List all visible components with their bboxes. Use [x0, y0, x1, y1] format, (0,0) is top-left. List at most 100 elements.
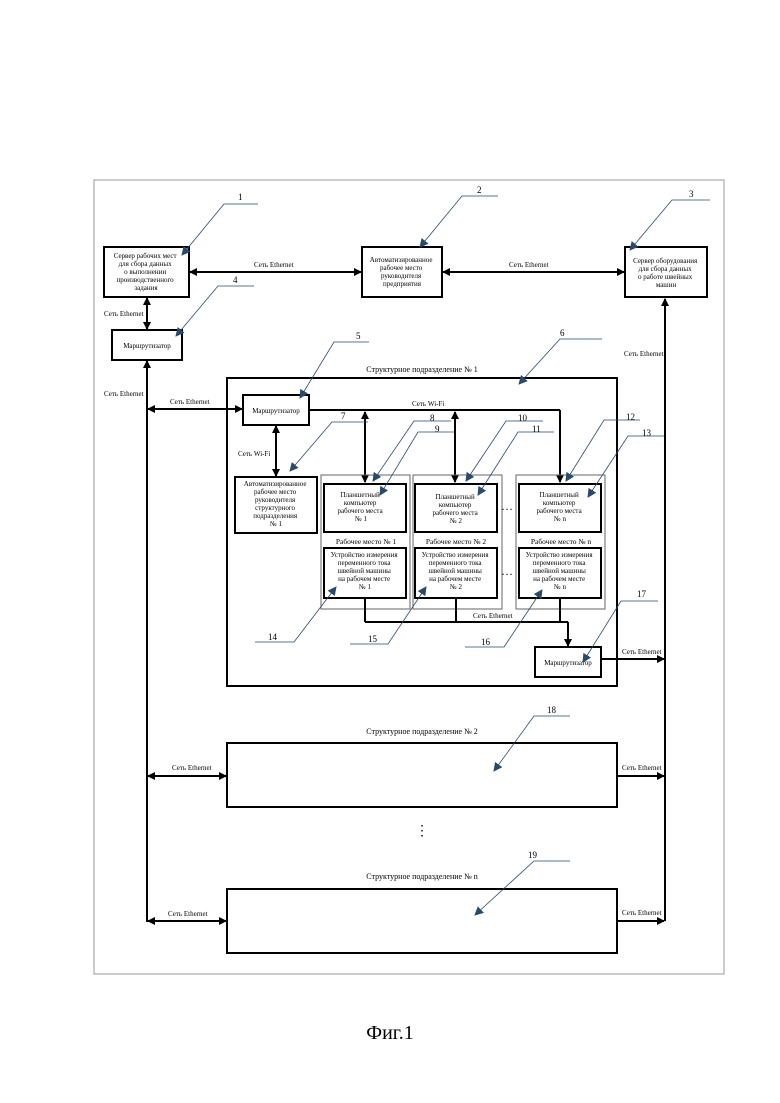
arm-division-line-2: рабочее место	[254, 488, 297, 496]
tablet-1-block: Планшетный компьютер рабочего места № 1	[324, 484, 406, 532]
svg-text:Планшетный компьютер: Планшетный компьютер рабочего места № 2	[433, 493, 480, 525]
callout-12-leader	[566, 420, 640, 481]
svg-text:Сервер рабочих мест для: Сервер рабочих мест для сбора данных о в…	[114, 252, 179, 292]
label-ethernet-router-rightbus: Сеть Ethernet	[622, 648, 662, 656]
label-ethernet-top-left: Сеть Ethernet	[254, 261, 294, 269]
meter-1-line-3: швейной машины	[337, 567, 391, 575]
tablet-n-line-3: рабочего места	[537, 507, 583, 515]
workplace-n-label: Рабочее место № n	[531, 537, 592, 546]
callout-4-number: 4	[233, 275, 238, 285]
arm-enterprise-block: Автоматизированное рабочее место руковод…	[362, 247, 442, 297]
outer-frame	[94, 180, 724, 974]
arm-division-line-6: № 1	[270, 520, 282, 528]
arm-division-block: Автоматизированное рабочее место руковод…	[235, 477, 317, 533]
callout-7-number: 7	[341, 411, 346, 421]
meter-2-line-4: на рабочем месте	[429, 575, 481, 583]
tablet-2-line-2: компьютер	[439, 501, 472, 509]
meter-2-block: Устройство измерения переменного тока шв…	[415, 548, 497, 598]
meter-n-line-5: № n	[554, 583, 566, 591]
arm-enterprise-line-3: руководителя	[381, 272, 422, 280]
server-equipment-line-4: машин	[656, 281, 677, 289]
meter-2-line-1: Устройство измерения	[422, 551, 490, 559]
division-2-frame	[227, 743, 617, 807]
meter-n-line-1: Устройство измерения	[526, 551, 594, 559]
callout-1-leader	[182, 204, 258, 255]
callout-14-number: 14	[268, 632, 278, 642]
label-ethernet-meters: Сеть Ethernet	[473, 612, 513, 620]
callout-8-number: 8	[430, 413, 435, 423]
arm-enterprise-line-1: Автоматизированное	[370, 256, 433, 264]
server-equipment-line-2: для сбора данных	[639, 265, 692, 273]
tablet-2-line-4: № 2	[450, 517, 462, 525]
meter-1-block: Устройство измерения переменного тока шв…	[324, 548, 406, 598]
tablet-1-line-3: рабочего места	[338, 507, 384, 515]
arm-enterprise-line-2: рабочее место	[380, 264, 423, 272]
callout-10-number: 10	[518, 413, 528, 423]
server-workplaces-block: Сервер рабочих мест для сбора данных о в…	[104, 247, 189, 297]
label-wifi-router-arm: Сеть Wi-Fi	[238, 450, 270, 458]
tablet-2-line-3: рабочего места	[433, 509, 479, 517]
callout-15-number: 15	[368, 634, 378, 644]
callout-17-number: 17	[637, 589, 647, 599]
meter-2-line-5: № 2	[450, 583, 462, 591]
callout-4-leader	[176, 286, 254, 336]
arm-division-line-5: подразделения	[253, 512, 298, 520]
label-wifi-bus: Сеть Wi-Fi	[412, 400, 444, 408]
division-n-frame	[227, 889, 617, 953]
server-workplaces-line-3: о выполнении	[124, 268, 166, 276]
workplace-2-label: Рабочее место № 2	[426, 537, 487, 546]
svg-text:Сервер оборудования для: Сервер оборудования для сбора данных о р…	[633, 257, 699, 289]
label-ethernet-right-bus: Сеть Ethernet	[624, 350, 664, 358]
figure-caption: Фиг.1	[0, 1022, 780, 1045]
arm-division-line-3: руководителя	[255, 496, 296, 504]
meter-n-line-2: переменного тока	[533, 559, 587, 567]
meter-1-line-5: № 1	[359, 583, 371, 591]
callout-13-number: 13	[642, 428, 652, 438]
router-div1-label: Маршрутизатор	[252, 407, 300, 415]
meter-2-line-2: переменного тока	[429, 559, 483, 567]
label-ethernet-top-right: Сеть Ethernet	[509, 261, 549, 269]
meter-1-line-4: на рабочем месте	[338, 575, 390, 583]
label-ethernet-divn-right: Сеть Ethernet	[622, 909, 662, 917]
svg-text:Автоматизированное рабоч: Автоматизированное рабочее место руковод…	[244, 480, 308, 528]
svg-text:Планшетный компьютер: Планшетный компьютер рабочего места № 1	[338, 491, 385, 523]
arm-division-line-4: структурного	[255, 504, 295, 512]
label-ethernet-div2-left: Сеть Ethernet	[172, 764, 212, 772]
tablet-n-line-2: компьютер	[543, 499, 576, 507]
tablet-2-block: Планшетный компьютер рабочего места № 2	[415, 484, 497, 532]
division-n-title: Структурное подразделение № n	[366, 872, 477, 881]
callout-5-leader	[300, 342, 369, 398]
svg-text:Устройство измерения пер: Устройство измерения переменного тока шв…	[422, 551, 491, 591]
meter-2-line-3: швейной машины	[428, 567, 482, 575]
vertical-ellipsis: ⋮	[415, 824, 429, 839]
router-div1-bottom-label: Маршрутизатор	[544, 659, 592, 667]
tablet-n-block: Планшетный компьютер рабочего места № n	[519, 484, 601, 532]
tablet-1-line-2: компьютер	[344, 499, 377, 507]
callout-6-number: 6	[560, 328, 565, 338]
svg-text:Устройство измерения пер: Устройство измерения переменного тока шв…	[331, 551, 400, 591]
callout-12-number: 12	[626, 412, 635, 422]
callout-3-number: 3	[689, 189, 694, 199]
label-ethernet-div2-right: Сеть Ethernet	[622, 764, 662, 772]
callout-2-leader	[420, 196, 498, 247]
svg-text:Автоматизированное рабоч: Автоматизированное рабочее место руковод…	[370, 256, 434, 288]
callout-9-number: 9	[435, 424, 440, 434]
router-main-label: Маршрутизатор	[123, 342, 171, 350]
meter-n-block: Устройство измерения переменного тока шв…	[519, 548, 601, 598]
callout-16-number: 16	[481, 637, 491, 647]
server-workplaces-line-2: для сбора данных	[119, 260, 172, 268]
division-2-title: Структурное подразделение № 2	[366, 727, 477, 736]
server-equipment-line-1: Сервер оборудования	[633, 257, 698, 265]
router-div1-bottom-block: Маршрутизатор	[535, 647, 601, 677]
ellipsis-meters: …	[501, 564, 513, 578]
label-ethernet-server-router: Сеть Ethernet	[104, 310, 144, 318]
tablet-1-line-4: № 1	[355, 515, 367, 523]
ellipsis-tablets: …	[501, 499, 513, 513]
meter-1-line-2: переменного тока	[338, 559, 392, 567]
tablet-n-line-4: № n	[554, 515, 566, 523]
callout-19-number: 19	[528, 850, 538, 860]
svg-text:Устройство измерения пер: Устройство измерения переменного тока шв…	[526, 551, 595, 591]
svg-text:Планшетный компьютер: Планшетный компьютер рабочего места № n	[537, 491, 584, 523]
arm-division-line-1: Автоматизированное	[244, 480, 307, 488]
